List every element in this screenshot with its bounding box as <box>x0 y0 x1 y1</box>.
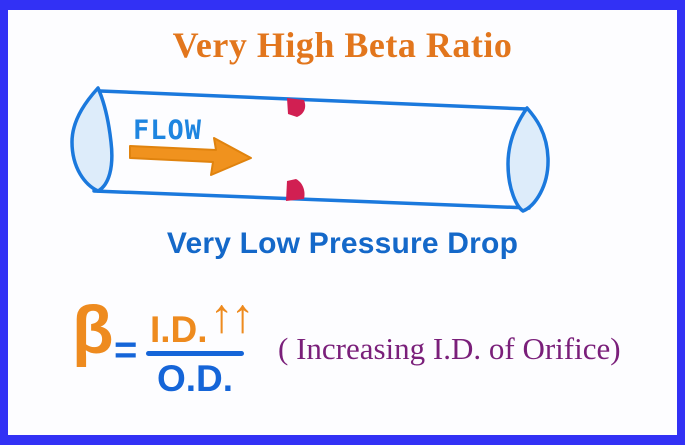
flow-label: FLOW <box>133 115 202 146</box>
flow-arrow-icon <box>129 137 252 176</box>
orifice-bottom-mark <box>286 179 305 201</box>
beta-formula: β = I.D. ↑↑ O.D. ( Increasing I.D. of Or… <box>70 288 660 418</box>
pipe-diagram: FLOW <box>70 86 550 213</box>
pipe-right-cap <box>506 106 550 213</box>
pipe-left-cap <box>70 86 114 193</box>
equals-sign: = <box>114 328 138 372</box>
beta-symbol: β <box>72 292 114 368</box>
fraction: I.D. ↑↑ O.D. <box>146 292 255 399</box>
fraction-numerator-row: I.D. ↑↑ <box>146 292 255 350</box>
fraction-line <box>146 351 244 356</box>
formula-note: ( Increasing I.D. of Orifice) <box>278 331 621 366</box>
denominator-od: O.D. <box>156 358 234 399</box>
numerator-id: I.D. <box>150 309 208 350</box>
pressure-drop-caption: Very Low Pressure Drop <box>166 227 519 260</box>
pipe-bottom-wall <box>92 189 531 210</box>
up-arrows-icon: ↑↑ <box>209 289 255 343</box>
page-title: Very High Beta Ratio <box>172 25 513 65</box>
orifice-top-mark <box>287 98 306 117</box>
pipe-top-wall <box>98 89 529 111</box>
